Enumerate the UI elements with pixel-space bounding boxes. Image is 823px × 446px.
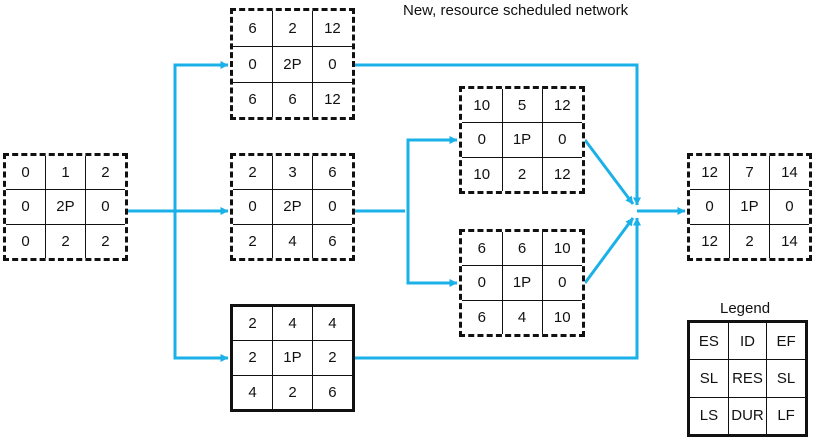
legend-cell: RES [727,359,768,398]
node-cell-sl: 0 [233,45,274,83]
arrow-branch-to-upper-right [406,136,458,211]
node-cell-sl: 0 [462,122,503,158]
node-cell-ef: 2 [84,156,125,191]
node-cell-id: 7 [729,156,770,191]
legend-cell: LF [766,396,805,434]
node-cell-lf: 14 [768,223,809,258]
node-cell-sl: 0 [6,189,47,225]
node-cell-ef: 12 [541,89,582,124]
legend-cell: LS [690,396,729,434]
node-cell-ls: 0 [6,223,47,258]
node-cell-sl: 2 [233,340,274,376]
node-cell-ls: 6 [233,81,274,117]
node-cell-id: 6 [501,232,543,267]
arrow-start-to-top [173,61,229,211]
diagram-title: New, resource scheduled network [403,2,629,19]
node-cell-dur: 2 [45,223,86,258]
node-cell-sl: 0 [768,189,809,225]
node-cell-ls: 10 [462,156,503,191]
node-cell-es: 2 [233,156,274,191]
node-cell-es: 2 [233,307,274,342]
node-cell-res: 1P [501,265,543,301]
legend-cell: SL [690,359,729,398]
node-cell-dur: 4 [272,223,313,258]
node-cell-dur: 2 [501,156,543,191]
node-cell-res: 1P [501,122,543,158]
arrow-top-to-merge [355,63,641,206]
arrow-bottom-to-merge [355,217,641,360]
node-cell-ef: 6 [311,156,352,191]
node-cell-es: 12 [690,156,731,191]
node-cell-dur: 2 [729,223,770,258]
node-cell-res: 2P [272,45,313,83]
node-cell-sl: 0 [541,265,582,301]
node-cell-es: 6 [462,232,503,267]
node-cell-sl: 0 [690,189,731,225]
node-cell-ls: 6 [462,299,503,334]
node-cell-lf: 12 [311,81,352,117]
node-cell-dur: 4 [501,299,543,334]
node-cell-lf: 6 [311,374,352,409]
node-cell-dur: 2 [272,374,313,409]
node-cell-ls: 2 [233,223,274,258]
arrow-upper-right-to-merge [583,139,635,205]
legend-cell: ID [727,323,768,361]
node-cell-id: 2 [272,11,313,47]
node-cell-sl: 0 [84,189,125,225]
node-cell-lf: 2 [84,223,125,258]
node-cell-sl: 0 [311,189,352,225]
node-cell-lf: 10 [541,299,582,334]
node-cell-es: 10 [462,89,503,124]
node-cell-lf: 6 [311,223,352,258]
node-cell-sl: 0 [462,265,503,301]
node-cell-sl: 0 [233,189,274,225]
node-cell-ef: 12 [311,11,352,47]
node-cell-ef: 14 [768,156,809,191]
node-cell-id: 5 [501,89,543,124]
legend-cell: DUR [727,396,768,434]
legend-cell: SL [766,359,805,398]
node-cell-res: 2P [45,189,86,225]
node-cell-id: 1 [45,156,86,191]
arrow-lower-right-to-merge [583,217,635,284]
arrow-branch-to-lower-right [406,211,458,287]
legend-cell: EF [766,323,805,361]
node-cell-sl: 2 [311,340,352,376]
node-cell-ef: 4 [311,307,352,342]
arrow-start-to-bottom [173,211,229,362]
node-cell-es: 0 [6,156,47,191]
node-cell-ls: 4 [233,374,274,409]
node-cell-id: 3 [272,156,313,191]
node-cell-ls: 12 [690,223,731,258]
node-cell-lf: 12 [541,156,582,191]
node-cell-res: 1P [272,340,313,376]
node-cell-res: 2P [272,189,313,225]
node-cell-es: 6 [233,11,274,47]
node-cell-sl: 0 [541,122,582,158]
node-cell-sl: 0 [311,45,352,83]
node-cell-dur: 6 [272,81,313,117]
node-cell-id: 4 [272,307,313,342]
node-cell-res: 1P [729,189,770,225]
legend-title: Legend [720,300,771,317]
node-cell-ef: 10 [541,232,582,267]
legend-cell: ES [690,323,729,361]
